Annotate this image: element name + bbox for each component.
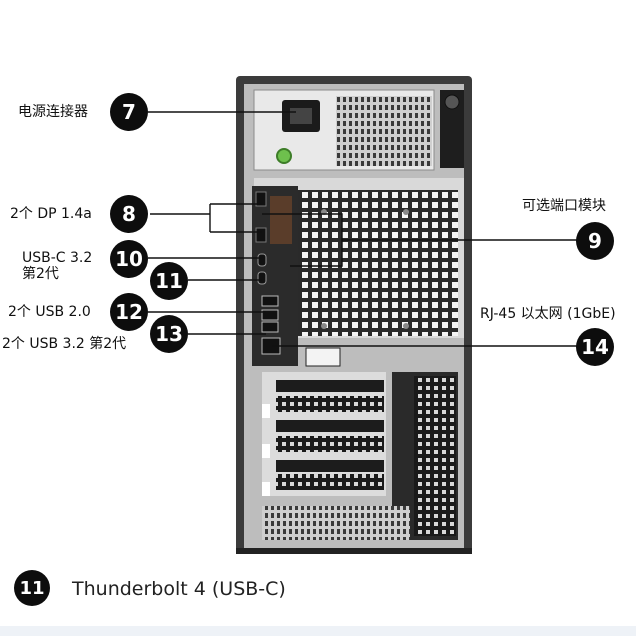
callout-badge-8: 8: [110, 195, 148, 233]
callout-badge-11: 11: [150, 262, 188, 300]
label-usb-c-line2: 第2代: [22, 266, 59, 282]
label-usb-c-line1: USB-C 3.2: [22, 250, 93, 266]
label-optional-port-module: 可选端口模块: [522, 198, 606, 214]
chassis: [236, 76, 472, 554]
callout-badge-13: 13: [150, 315, 188, 353]
label-dp-ports: 2个 DP 1.4a: [10, 206, 92, 222]
callout-badge-14: 14: [576, 328, 614, 366]
label-usb-2: 2个 USB 2.0: [8, 304, 91, 320]
callout-badge-7: 7: [110, 93, 148, 131]
io-panel: [252, 186, 298, 366]
power-connector: [276, 100, 320, 164]
bottom-band: [0, 626, 636, 636]
label-power-connector: 电源连接器: [18, 104, 88, 120]
callout-badge-12: 12: [110, 293, 148, 331]
label-rj45-ethernet: RJ-45 以太网 (1GbE): [480, 306, 616, 322]
caption-badge: 11: [14, 570, 50, 606]
leader-lines: [148, 111, 578, 347]
caption-text: Thunderbolt 4 (USB-C): [72, 578, 286, 600]
callout-badge-9: 9: [576, 222, 614, 260]
expansion-slots: [262, 372, 386, 496]
label-usb-3-2: 2个 USB 3.2 第2代: [2, 336, 127, 352]
callout-badge-10: 10: [110, 240, 148, 278]
